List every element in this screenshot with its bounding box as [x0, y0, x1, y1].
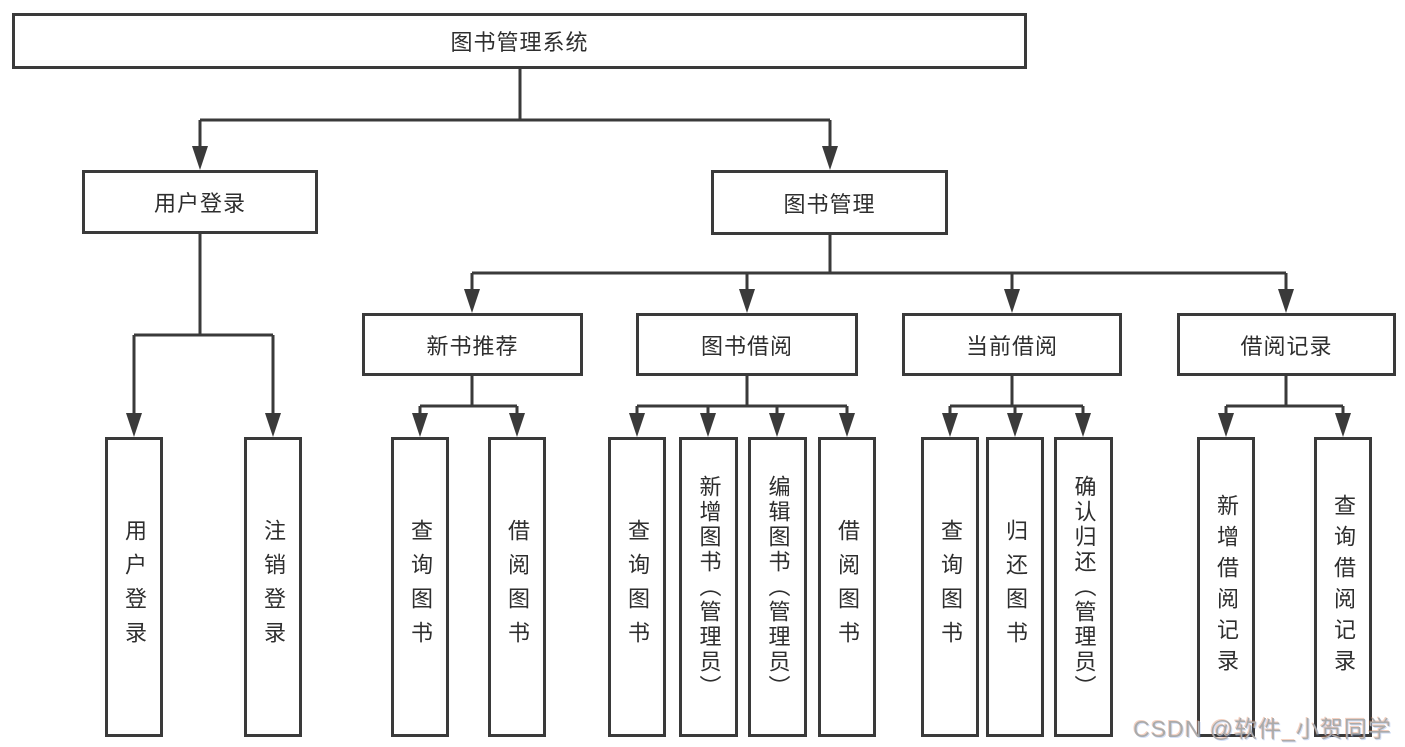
leaf-edit-book-admin-label: 编辑图书（管理员）: [765, 474, 791, 700]
node-user-login-label: 用户登录: [153, 191, 246, 216]
node-root-label: 图书管理系统: [450, 30, 589, 55]
leaf-query-book-recommend: 查询图书: [391, 437, 449, 737]
node-borrow-records: 借阅记录: [1177, 313, 1396, 376]
leaf-query-book-current-label: 查询图书: [938, 519, 963, 655]
leaf-user-login-label: 用户登录: [122, 519, 147, 655]
leaf-borrow-book: 借阅图书: [818, 437, 876, 737]
node-new-book-recommend: 新书推荐: [362, 313, 583, 376]
leaf-query-borrow-record: 查询借阅记录: [1314, 437, 1372, 737]
leaf-query-borrow-record-label: 查询借阅记录: [1331, 494, 1356, 680]
node-user-login: 用户登录: [82, 170, 318, 234]
node-book-management: 图书管理: [711, 170, 948, 235]
leaf-confirm-return-admin: 确认归还（管理员）: [1054, 437, 1113, 737]
node-borrow-records-label: 借阅记录: [1240, 333, 1333, 359]
leaf-query-book-borrow-label: 查询图书: [625, 519, 650, 655]
leaf-query-book-current: 查询图书: [921, 437, 979, 737]
node-new-book-recommend-label: 新书推荐: [426, 333, 519, 359]
node-current-borrow-label: 当前借阅: [965, 333, 1058, 359]
node-root-system: 图书管理系统: [12, 13, 1027, 69]
node-book-borrow-label: 图书借阅: [700, 333, 793, 359]
leaf-edit-book-admin: 编辑图书（管理员）: [748, 437, 807, 737]
leaf-return-book-label: 归还图书: [1003, 519, 1028, 655]
leaf-borrow-book-recommend-label: 借阅图书: [505, 519, 530, 655]
leaf-logout-label: 注销登录: [261, 519, 286, 655]
leaf-query-book-recommend-label: 查询图书: [408, 519, 433, 655]
node-book-borrow: 图书借阅: [636, 313, 858, 376]
leaf-query-book-borrow: 查询图书: [608, 437, 666, 737]
leaf-add-borrow-record-label: 新增借阅记录: [1214, 494, 1239, 680]
csdn-watermark: CSDN @软件_小贺同学: [1133, 716, 1392, 742]
leaf-return-book: 归还图书: [986, 437, 1044, 737]
leaf-borrow-book-recommend: 借阅图书: [488, 437, 546, 737]
leaf-borrow-book-label: 借阅图书: [835, 519, 860, 655]
leaf-add-book-admin-label: 新增图书（管理员）: [696, 474, 722, 700]
leaf-logout: 注销登录: [244, 437, 302, 737]
leaf-confirm-return-admin-label: 确认归还（管理员）: [1071, 474, 1097, 700]
node-current-borrow: 当前借阅: [902, 313, 1122, 376]
leaf-user-login: 用户登录: [105, 437, 163, 737]
node-book-management-label: 图书管理: [783, 191, 876, 217]
leaf-add-borrow-record: 新增借阅记录: [1197, 437, 1255, 737]
leaf-add-book-admin: 新增图书（管理员）: [679, 437, 738, 737]
